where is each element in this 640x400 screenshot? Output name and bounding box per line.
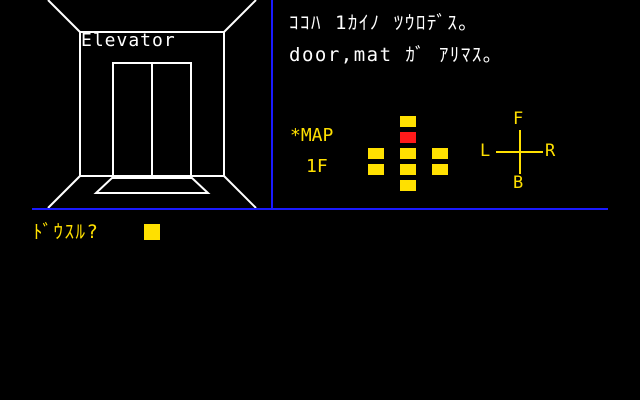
door-sign: Elevator [81,30,176,51]
message-line-1: ｺｺﾊ 1ｶｲﾉ ﾂｳﾛﾃﾞｽ｡ [289,12,470,34]
compass-right: R [545,141,556,161]
input-cursor[interactable] [144,224,160,240]
divider-vertical [271,0,273,210]
map-cell [400,148,416,159]
compass-left: L [480,141,491,161]
map-cell [368,148,384,159]
map-cell [400,180,416,191]
compass-back: B [513,173,524,193]
message-line-2: door,mat ｶﾞ ｱﾘﾏｽ｡ [289,44,494,66]
compass-front: F [513,109,524,129]
map-player-marker [400,132,416,143]
map-cell [368,164,384,175]
map-title: *MAP [290,125,334,146]
command-prompt: ﾄﾞｳｽﾙ? [33,221,100,243]
map-cell [400,164,416,175]
wall-edge-top-right [223,0,257,33]
map-cell [400,116,416,127]
map-floor: 1F [306,156,328,177]
floor-mat [93,177,211,194]
wall-edge-bottom-right [223,175,257,209]
wall-edge-bottom-left [47,175,81,209]
wall-edge-top-left [47,0,81,33]
divider-horizontal [32,208,608,210]
map-cell [432,164,448,175]
map-cell [432,148,448,159]
